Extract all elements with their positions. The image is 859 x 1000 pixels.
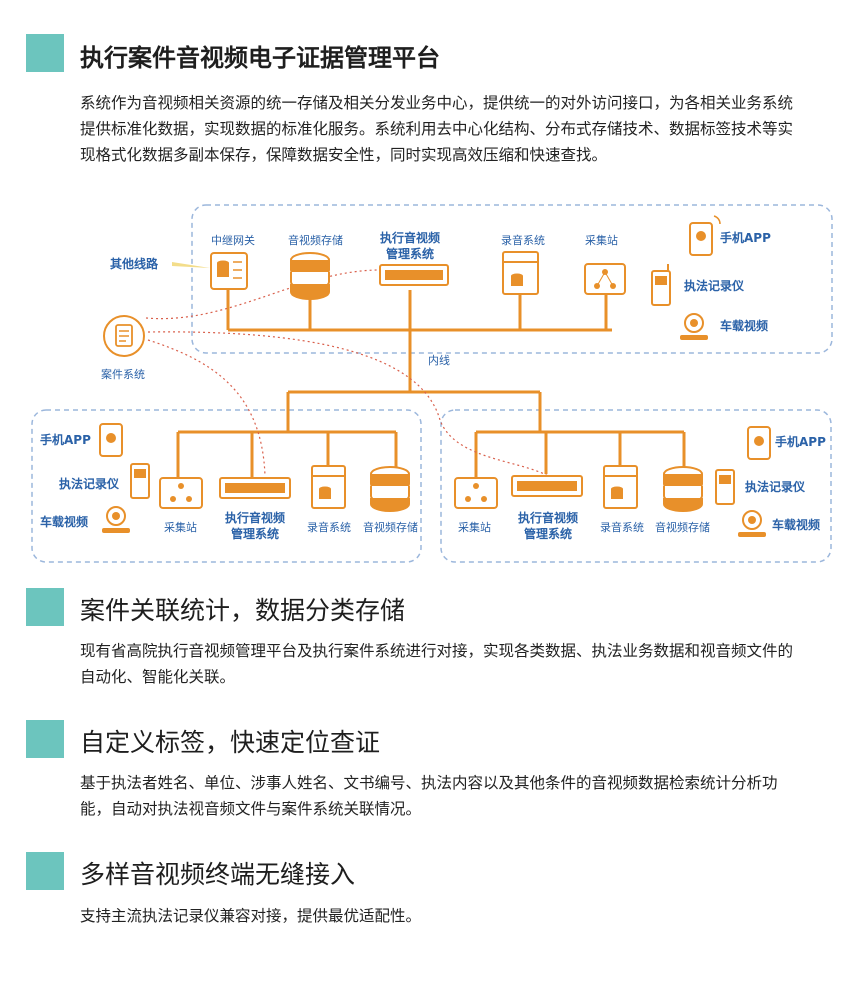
top-network-frame <box>191 204 833 354</box>
other-lines-label: 其他线路 <box>110 256 159 271</box>
top-recording-icon <box>502 251 539 295</box>
case-system-icon <box>103 315 145 357</box>
top-vehicle-icon <box>680 313 708 340</box>
right-platform-label-1: 执行音视频 <box>518 510 578 525</box>
left-phone-label: 手机APP <box>40 432 91 447</box>
section-4-marker <box>26 852 64 890</box>
right-station-icon <box>454 477 498 509</box>
left-recorder-label: 执法记录仪 <box>59 476 120 491</box>
left-recording-label: 录音系统 <box>307 520 351 534</box>
top-recorder-label: 执法记录仪 <box>684 278 745 293</box>
section-3-marker <box>26 720 64 758</box>
right-recording-label: 录音系统 <box>600 520 644 534</box>
top-station-icon <box>584 263 626 295</box>
left-vehicle-icon <box>102 506 130 533</box>
top-storage-label: 音视频存储 <box>288 233 343 247</box>
right-vehicle-label: 车载视频 <box>772 517 820 532</box>
right-phone-label: 手机APP <box>775 434 826 449</box>
left-network-frame <box>31 409 422 563</box>
right-phone-icon <box>747 426 771 460</box>
right-network-frame <box>440 409 832 563</box>
top-recorder-icon <box>651 264 671 306</box>
left-recording-icon <box>311 465 346 509</box>
left-platform-label-2: 管理系统 <box>231 526 279 541</box>
top-recording-label: 录音系统 <box>501 233 545 247</box>
left-station-label: 采集站 <box>164 520 197 534</box>
top-platform-label-2: 管理系统 <box>386 246 434 261</box>
section-2-title: 案件关联统计，数据分类存储 <box>80 596 406 625</box>
left-storage-label: 音视频存储 <box>363 520 418 534</box>
case-link-top <box>145 269 381 320</box>
left-phone-icon <box>99 423 123 457</box>
top-bus-lines <box>226 290 612 432</box>
right-bus-lines <box>474 430 686 478</box>
case-link-left <box>147 339 266 477</box>
other-lines-connector <box>172 262 210 268</box>
section-3-body: 基于执法者姓名、单位、涉事人姓名、文书编号、执法内容以及其他条件的音视频数据检索… <box>80 774 778 818</box>
section-3-title: 自定义标签，快速定位查证 <box>80 728 381 757</box>
section-1-marker <box>26 34 64 72</box>
section-2-body: 现有省高院执行音视频管理平台及执行案件系统进行对接，实现各类数据、执法业务数据和… <box>80 642 794 686</box>
section-1-body: 系统作为音视频相关资源的统一存储及相关分发业务中心，提供统一的对外访问接口，为各… <box>80 94 794 164</box>
right-storage-label: 音视频存储 <box>655 520 710 534</box>
top-vehicle-label: 车载视频 <box>720 318 768 333</box>
intranet-label: 内线 <box>428 353 450 367</box>
top-phone-label: 手机APP <box>720 230 771 245</box>
section-2-marker <box>26 588 64 626</box>
top-platform-icon <box>379 264 449 286</box>
right-platform-label-2: 管理系统 <box>524 526 572 541</box>
top-storage-icon <box>290 252 330 300</box>
section-4-title: 多样音视频终端无缝接入 <box>80 860 356 889</box>
case-system-label: 案件系统 <box>101 367 145 381</box>
left-platform-icon <box>219 477 291 499</box>
top-phone-icon <box>689 215 721 256</box>
left-storage-icon <box>370 466 410 512</box>
left-bus-lines <box>176 430 398 478</box>
section-1-title: 执行案件音视频电子证据管理平台 <box>80 44 440 72</box>
right-recording-icon <box>603 465 638 509</box>
right-vehicle-icon <box>738 510 766 537</box>
right-recorder-label: 执法记录仪 <box>745 479 806 494</box>
top-station-label: 采集站 <box>585 233 618 247</box>
left-recorder-icon <box>130 463 150 499</box>
right-platform-icon <box>511 475 583 497</box>
section-4-body: 支持主流执法记录仪兼容对接，提供最优适配性。 <box>80 907 422 925</box>
top-gateway-label: 中继网关 <box>211 233 255 247</box>
left-vehicle-label: 车载视频 <box>40 514 88 529</box>
top-platform-label-1: 执行音视频 <box>380 230 440 245</box>
right-recorder-icon <box>715 469 735 505</box>
right-storage-icon <box>663 466 703 512</box>
top-gateway-icon <box>210 252 248 290</box>
right-station-label: 采集站 <box>458 520 491 534</box>
network-diagram: .ol { stroke:#e8902a; fill:none; } .of {… <box>31 204 833 563</box>
left-station-icon <box>159 477 203 509</box>
left-platform-label-1: 执行音视频 <box>225 510 285 525</box>
